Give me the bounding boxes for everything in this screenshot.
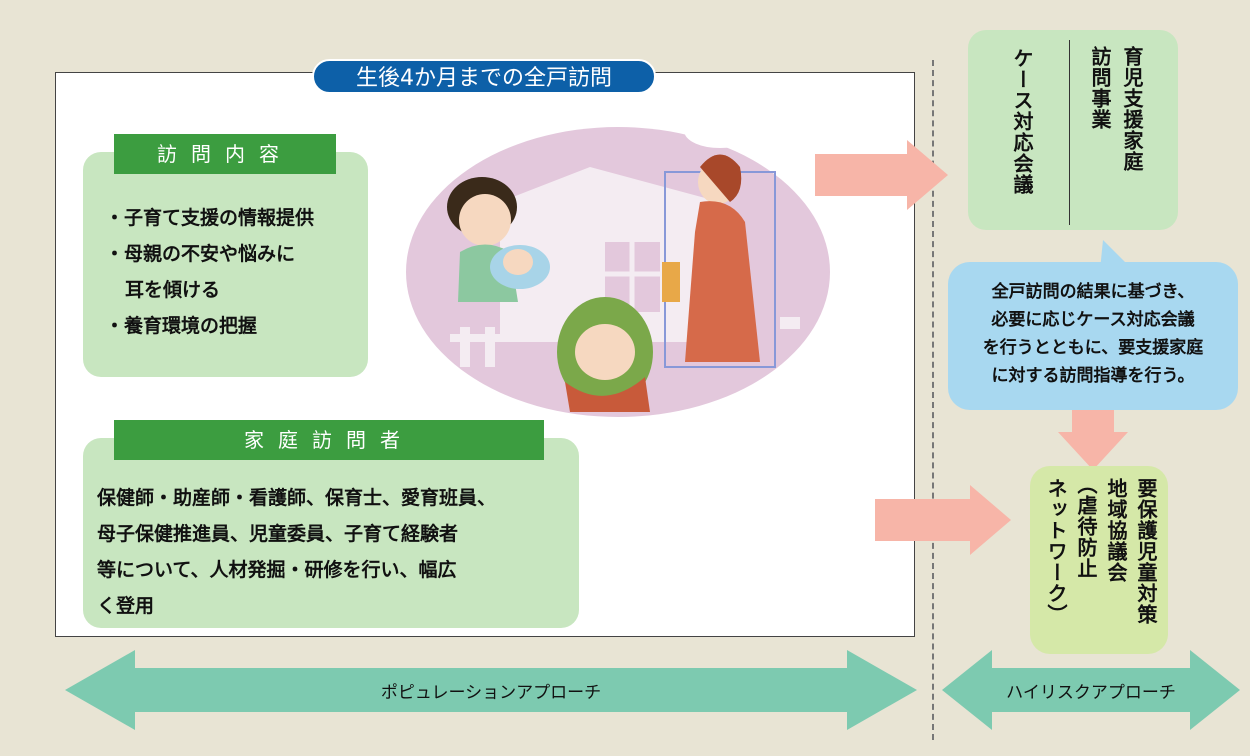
population-approach-label: ポピュレーションアプローチ [380,683,602,703]
baby-in-blanket-figure [557,297,653,412]
arrow-down-to-network [1058,410,1128,470]
home-visitor-header: 家庭訪問者 [114,420,544,460]
visit-item: 耳を傾ける [125,279,221,301]
visit-content-list: ・子育て支援の情報提供 ・母親の不安や悩みに 耳を傾ける ・養育環境の把握 [105,200,314,344]
network-label-3: （虐待防止 [1074,474,1098,579]
case-meeting-box: ケース対応会議 育児支援家庭 訪問事業 [968,30,1178,230]
visit-item: ・母親の不安や悩みに [105,243,296,265]
highrisk-approach-label: ハイリスクアプローチ [1006,683,1176,703]
network-label-1: 要保護児童対策 [1134,478,1158,625]
support-visit-label-2: 訪問事業 [1088,46,1112,130]
home-visitor-line: く登用 [97,595,155,617]
divider-line [932,60,934,740]
visit-item: ・子育て支援の情報提供 [105,207,315,229]
network-box: 要保護児童対策 地域協議会 （虐待防止 ネットワーク） [1030,466,1168,654]
visit-item: ・養育環境の把握 [105,315,258,337]
case-meeting-label: ケース対応会議 [1010,48,1034,195]
speech-line: 全戸訪問の結果に基づき、 [991,282,1195,302]
home-visitor-line: 等について、人材発掘・研修を行い、幅広 [97,559,457,581]
home-visitor-box: 保健師・助産師・看護師、保育士、愛育班員、 母子保健推進員、児童委員、子育て経験… [83,438,579,628]
family-illustration [406,112,830,417]
arrow-to-case-meeting [815,140,948,210]
visit-content-box: ・子育て支援の情報提供 ・母親の不安や悩みに 耳を傾ける ・養育環境の把握 [83,152,368,377]
speech-box: 全戸訪問の結果に基づき、 必要に応じケース対応会議 を行うとともに、要支援家庭 … [948,262,1238,410]
page-title: 生後4か月までの全戸訪問 [312,59,656,94]
network-label-4: ネットワーク） [1044,478,1068,625]
arrow-to-network [875,485,1011,555]
population-approach-arrow [65,650,917,730]
home-visitor-line: 保健師・助産師・看護師、保育士、愛育班員、 [97,487,497,509]
home-visitor-text: 保健師・助産師・看護師、保育士、愛育班員、 母子保健推進員、児童委員、子育て経験… [97,480,496,624]
home-visitor-line: 母子保健推進員、児童委員、子育て経験者 [97,523,459,545]
visit-content-header: 訪問内容 [114,134,336,174]
speech-line: 必要に応じケース対応会議 [991,310,1195,330]
highrisk-approach-arrow [942,650,1240,730]
walking-woman-figure [662,112,776,368]
speech-line: に対する訪問指導を行う。 [991,366,1195,386]
case-box-divider [1069,40,1070,225]
network-label-2: 地域協議会 [1104,478,1128,583]
mother-with-baby-figure [447,177,550,302]
support-visit-label-1: 育児支援家庭 [1120,46,1144,172]
speech-line: を行うとともに、要支援家庭 [982,338,1204,358]
